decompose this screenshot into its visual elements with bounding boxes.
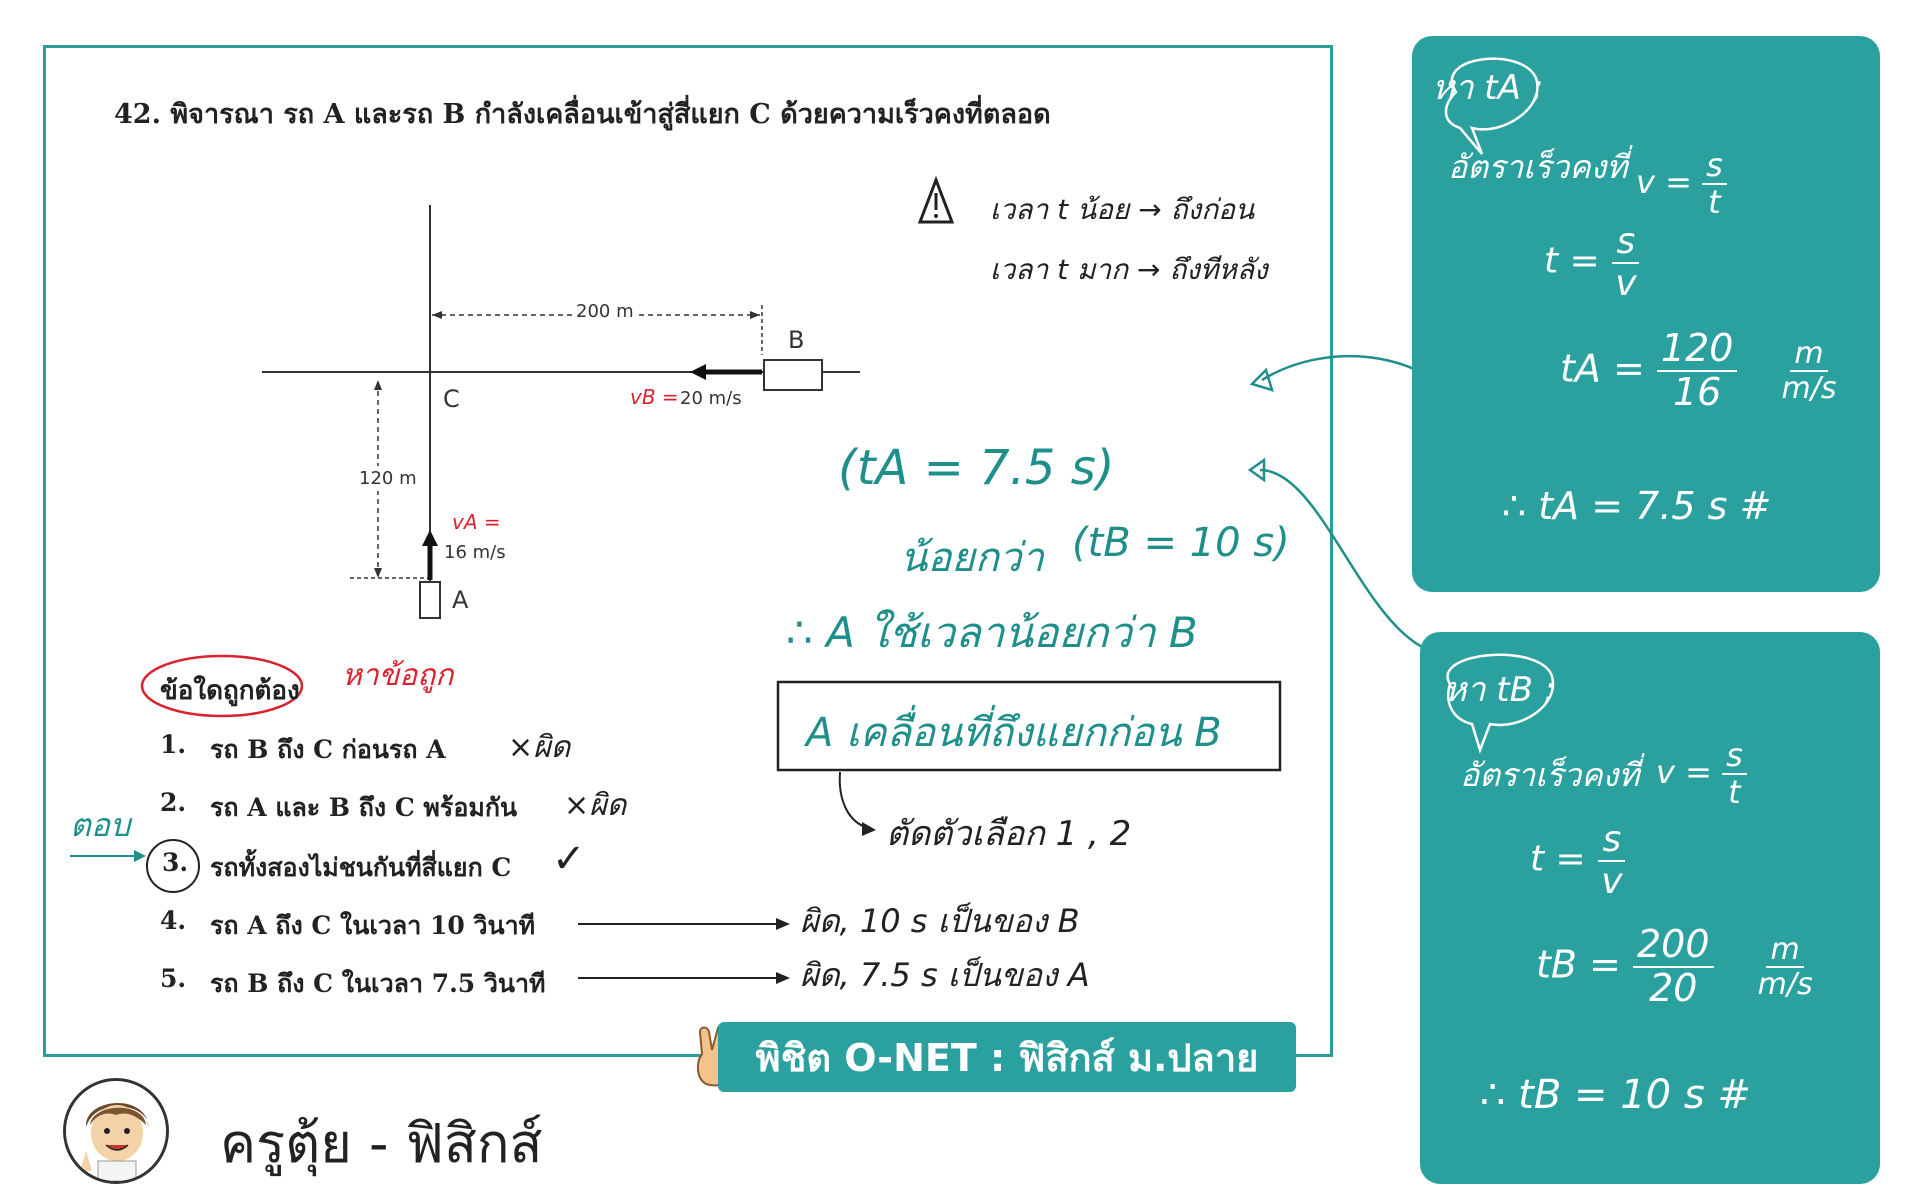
- conclusion-note: ∴ A ใช้เวลาน้อยกว่า B: [786, 608, 1198, 657]
- label-a: A: [452, 586, 469, 614]
- choice-3-text: รถทั้งสองไม่ชนกันที่สี่แยก C: [210, 853, 512, 882]
- choice-4-mark: ผิด, 10 s เป็นของ B: [800, 902, 1080, 940]
- vb-value: 20 m/s: [680, 388, 742, 409]
- box-text-note: A เคลื่อนที่ถึงแยกก่อน B: [806, 710, 1222, 756]
- car-a-box: [419, 581, 441, 619]
- choice-2-mark: ×ผิด: [564, 788, 627, 823]
- course-banner: พิชิต O-NET : ฟิสิกส์ ม.ปลาย: [718, 1022, 1296, 1092]
- vb-label: vB =: [630, 385, 679, 409]
- choice-1-num: 1.: [160, 730, 187, 759]
- choice-2-num: 2.: [160, 788, 187, 817]
- conclusion-box: [776, 680, 1282, 772]
- panel-b-result: ∴ tB = 10 s #: [1480, 1072, 1751, 1118]
- choice3-circle: [146, 839, 200, 893]
- panel-b-rate: อัตราเร็วคงที่: [1460, 756, 1640, 794]
- choice-5-text: รถ B ถึง C ในเวลา 7.5 วินาที: [210, 969, 546, 998]
- teacher-avatar: [63, 1078, 169, 1184]
- panel-a-rate: อัตราเร็วคงที่: [1448, 148, 1628, 186]
- question-title: 42. พิจารณา รถ A และรถ B กำลังเคลื่อนเข้…: [114, 99, 1051, 130]
- answer-label: ตอบ: [70, 806, 131, 844]
- ta-result-note: (tA = 7.5 s): [838, 440, 1115, 496]
- choice-3-mark: ✓: [552, 836, 586, 882]
- label-b: B: [788, 326, 805, 354]
- eliminate-note: ตัดตัวเลือก 1 , 2: [886, 814, 1132, 854]
- choice-4-text: รถ A ถึง C ในเวลา 10 วินาที: [210, 911, 536, 940]
- dist-a-label: 120 m: [356, 466, 420, 491]
- prompt-note: หาข้อถูก: [342, 658, 454, 693]
- choice-5-mark: ผิด, 7.5 s เป็นของ A: [800, 956, 1090, 994]
- tb-result-note: (tB = 10 s): [1072, 520, 1290, 566]
- choice-2-text: รถ A และ B ถึง C พร้อมกัน: [210, 793, 518, 822]
- question-prompt: ข้อใดถูกต้อง: [160, 676, 300, 706]
- panel-b-heading: หา tB ;: [1444, 670, 1556, 710]
- dist-b-label: 200 m: [572, 301, 638, 322]
- warning-icon: [917, 175, 955, 224]
- choice-1-text: รถ B ถึง C ก่อนรถ A: [210, 735, 446, 764]
- question-frame: [43, 45, 1333, 1057]
- choice-1-mark: ×ผิด: [508, 730, 571, 765]
- car-b-box: [763, 359, 823, 391]
- va-label: vA =: [452, 510, 501, 534]
- teacher-name: ครูตุ้ย - ฟิสิกส์: [220, 1112, 543, 1175]
- choice-4-num: 4.: [160, 906, 187, 935]
- arrow-panel-b: [1259, 468, 1429, 652]
- less-than-note: น้อยกว่า: [900, 535, 1044, 581]
- label-c: C: [443, 385, 460, 413]
- choice-5-num: 5.: [160, 964, 187, 993]
- panel-a-result: ∴ tA = 7.5 s #: [1502, 484, 1772, 528]
- choice-3-num: 3.: [162, 848, 189, 877]
- prompt-ellipse: [140, 654, 304, 718]
- va-value: 16 m/s: [444, 542, 506, 563]
- panel-a-heading: หา tA ;: [1432, 68, 1544, 108]
- warning-line-2: เวลา t มาก → ถึงทีหลัง: [990, 253, 1268, 286]
- warning-line-1: เวลา t น้อย → ถึงก่อน: [990, 193, 1255, 226]
